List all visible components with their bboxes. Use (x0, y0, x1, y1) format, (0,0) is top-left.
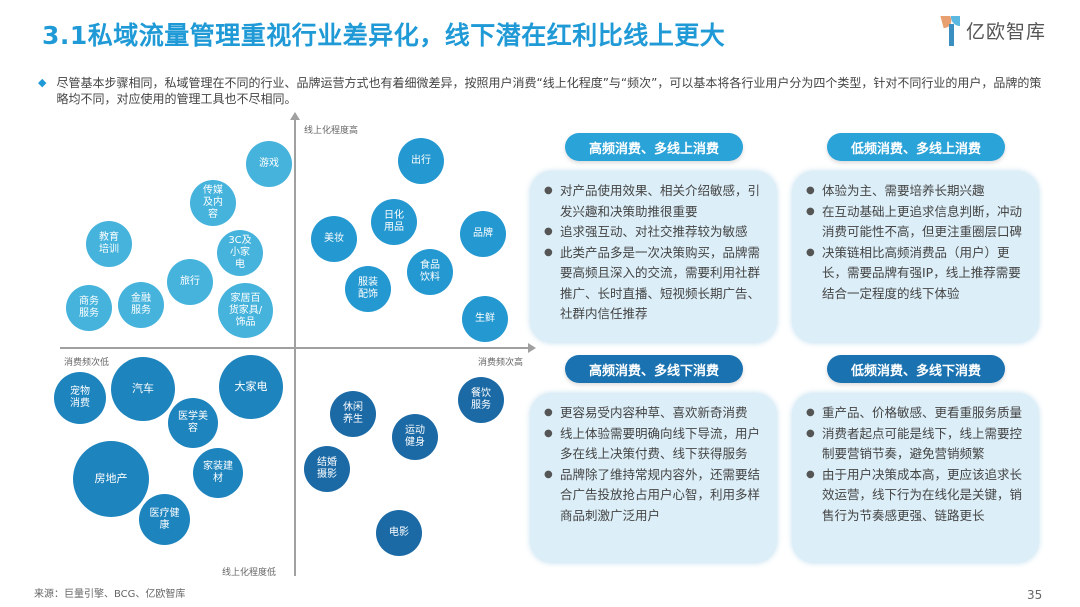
logo-text: 亿欧智库 (966, 20, 1047, 43)
card-body: 体验为主、需要培养长期兴趣 在互动基础上更追求信息判断，冲动消费可能性不高，但更… (792, 171, 1039, 343)
card-bullet: 决策链相比高频消费品（用户）更长，需要品牌有强IP，线上推荐需要结合一定程度的线… (806, 243, 1025, 305)
x-axis (60, 343, 536, 353)
industry-bubble: 宠物 消费 (54, 372, 106, 424)
industry-bubble: 餐饮 服务 (458, 377, 504, 423)
card-title-pill: 低频消费、多线上消费 (827, 133, 1005, 161)
x-axis-high-label: 消费频次高 (478, 358, 524, 368)
industry-bubble: 金融 服务 (118, 282, 164, 328)
industry-bubble: 食品 饮料 (407, 249, 453, 295)
industry-bubble: 大家电 (219, 355, 283, 419)
industry-bubble: 品牌 (460, 211, 506, 257)
industry-bubble: 游戏 (246, 141, 292, 187)
card-title-pill: 高频消费、多线下消费 (565, 355, 743, 383)
y-axis-high-label: 线上化程度高 (304, 126, 359, 136)
industry-bubble: 美妆 (311, 216, 357, 262)
card-bullet: 更容易受内容种草、喜欢新奇消费 (544, 403, 763, 424)
logo-icon (940, 14, 962, 46)
industry-bubble: 汽车 (111, 357, 175, 421)
x-axis-low-label: 消费频次低 (64, 358, 110, 368)
industry-bubble: 医学美 容 (168, 398, 218, 448)
industry-bubble: 商务 服务 (66, 285, 112, 331)
industry-bubble: 教育 培训 (86, 221, 132, 267)
card-bullet: 对产品使用效果、相关介绍敏感，引发兴趣和决策助推很重要 (544, 181, 763, 222)
industry-bubble: 家装建 材 (193, 448, 243, 498)
industry-bubble: 医疗健 康 (139, 494, 190, 545)
diamond-icon: ◆ (38, 76, 47, 89)
card-body: 对产品使用效果、相关介绍敏感，引发兴趣和决策助推很重要 追求强互动、对社交推荐较… (530, 171, 777, 343)
intro-paragraph: ◆ 尽管基本步骤相同，私域管理在不同的行业、品牌运营方式也有着细微差异，按照用户… (38, 75, 1048, 107)
industry-bubble: 运动 健身 (392, 414, 438, 460)
card-bullet: 在互动基础上更追求信息判断，冲动消费可能性不高，但更注重圈层口碑 (806, 202, 1025, 243)
card-title-pill: 低频消费、多线下消费 (827, 355, 1005, 383)
industry-bubble: 传媒 及内 容 (190, 180, 236, 226)
source-note: 来源：巨量引擎、BCG、亿欧智库 (34, 589, 186, 600)
industry-bubble: 休闲 养生 (330, 391, 376, 437)
card-body: 重产品、价格敏感、更看重服务质量 消费者起点可能是线下，线上需要控制要营销节奏，… (792, 393, 1039, 563)
brand-logo: 亿欧智库 (940, 14, 1046, 46)
page-number: 35 (1027, 588, 1043, 602)
industry-bubble: 结婚 摄影 (304, 446, 350, 492)
industry-bubble: 服装 配饰 (345, 266, 391, 312)
y-axis-low-label: 线上化程度低 (222, 568, 277, 578)
card-bullet: 体验为主、需要培养长期兴趣 (806, 181, 1025, 202)
industry-bubble: 生鲜 (462, 296, 508, 342)
industry-bubble: 旅行 (167, 259, 213, 305)
card-bullet: 消费者起点可能是线下，线上需要控制要营销节奏，避免营销频繁 (806, 424, 1025, 465)
industry-bubble: 3C及 小家 电 (217, 230, 263, 276)
card-title-pill: 高频消费、多线上消费 (565, 133, 743, 161)
card-body: 更容易受内容种草、喜欢新奇消费 线上体验需要明确向线下导流，用户多在线上决策付费… (530, 393, 777, 563)
card-bullet: 重产品、价格敏感、更看重服务质量 (806, 403, 1025, 424)
industry-bubble: 房地产 (73, 441, 149, 517)
card-bullet: 此类产品多是一次决策购买，品牌需要高频且深入的交流，需要利用社群推广、长时直播、… (544, 243, 763, 325)
page-title: 3.1私域流量管理重视行业差异化，线下潜在红利比线上更大 (42, 21, 726, 50)
card-bullet: 追求强互动、对社交推荐较为敏感 (544, 222, 763, 243)
card-bullet: 由于用户决策成本高，更应该追求长效运营，线下行为在线化是关键，销售行为节奏感更强… (806, 465, 1025, 527)
industry-bubble: 电影 (376, 510, 422, 556)
industry-bubble: 家居百 货家具/ 饰品 (218, 283, 273, 338)
card-bullet: 品牌除了维持常规内容外，还需要结合广告投放抢占用户心智，利用多样商品刺激广泛用户 (544, 465, 763, 527)
industry-bubble: 日化 用品 (371, 199, 417, 245)
intro-text: 尽管基本步骤相同，私域管理在不同的行业、品牌运营方式也有着细微差异，按照用户消费… (56, 76, 1042, 106)
industry-bubble: 出行 (398, 138, 444, 184)
card-bullet: 线上体验需要明确向线下导流，用户多在线上决策付费、线下获得服务 (544, 424, 763, 465)
